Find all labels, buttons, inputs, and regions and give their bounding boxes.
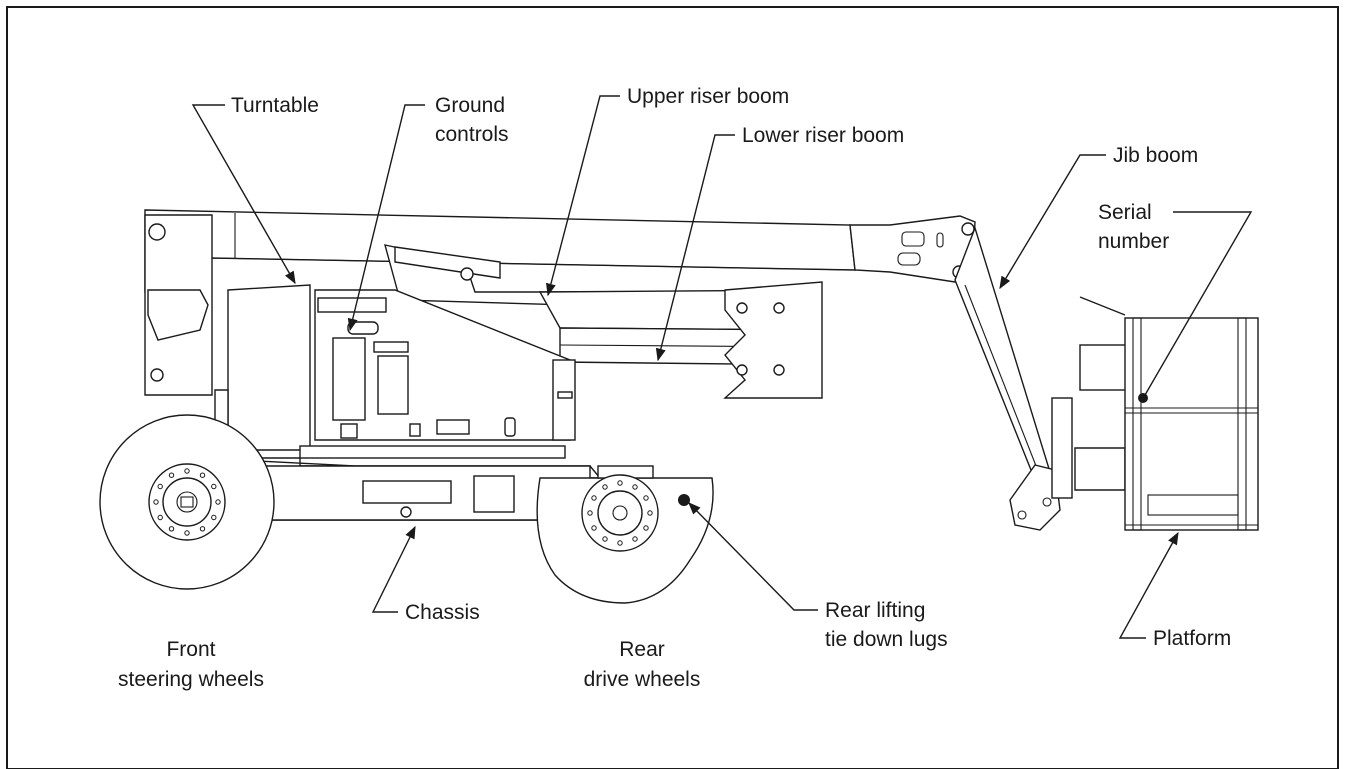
- front-wheel-lug: [184, 530, 190, 536]
- front-wheel-lug: [184, 468, 190, 474]
- rear-wheel-lug: [602, 484, 608, 490]
- rear-wheel-lug: [591, 495, 597, 501]
- label-rear-lifting-line2: tie down lugs: [825, 628, 948, 651]
- label-upper-riser-boom: Upper riser boom: [627, 85, 789, 108]
- front-wheel-lug: [168, 526, 175, 532]
- front-wheel-lug: [153, 499, 159, 505]
- rear-wheel-lug: [617, 480, 623, 486]
- rear-wheel-lug: [587, 510, 593, 516]
- front-wheel-lug: [211, 514, 217, 521]
- label-jib-boom: Jib boom: [1113, 144, 1198, 167]
- front-wheel-lug: [215, 499, 221, 505]
- label-lower-riser-boom: Lower riser boom: [742, 124, 904, 147]
- label-chassis: Chassis: [405, 601, 480, 624]
- rear-wheel-lug: [617, 540, 623, 546]
- rear-wheel-lug: [643, 495, 649, 501]
- label-rear-lifting-line1: Rear lifting: [825, 599, 925, 622]
- rear-wheel-lug: [632, 536, 638, 542]
- label-ground-controls-line2: controls: [435, 123, 509, 146]
- front-wheel-lug: [211, 483, 217, 490]
- front-wheel-lug: [199, 526, 206, 532]
- leader-lines: [191, 95, 1253, 639]
- label-platform: Platform: [1153, 627, 1231, 650]
- front-wheel-lug: [199, 472, 206, 478]
- label-rear-wheels-line2: drive wheels: [584, 668, 701, 691]
- rear-wheel-lug: [647, 510, 653, 516]
- rear-wheel-lug: [643, 525, 649, 531]
- diagram-border: [6, 6, 1339, 769]
- label-ground-controls-line1: Ground: [435, 94, 505, 117]
- label-serial-number-line1: Serial: [1098, 201, 1152, 224]
- boom-lift-illustration: [99, 209, 1259, 604]
- label-front-wheels-line1: Front: [166, 638, 215, 661]
- rear-wheel-lug: [602, 536, 608, 542]
- label-turntable: Turntable: [231, 94, 319, 117]
- front-wheel-lug: [157, 514, 163, 521]
- rear-wheel-lug: [591, 525, 597, 531]
- label-rear-wheels-line1: Rear: [619, 638, 665, 661]
- front-wheel-lug: [168, 472, 175, 478]
- rear-wheel-lug: [632, 484, 638, 490]
- label-front-wheels-line2: steering wheels: [118, 668, 264, 691]
- callout-labels: Turntable Ground controls Upper riser bo…: [118, 85, 1231, 691]
- front-wheel-lug: [157, 483, 163, 490]
- label-serial-number-line2: number: [1098, 230, 1169, 253]
